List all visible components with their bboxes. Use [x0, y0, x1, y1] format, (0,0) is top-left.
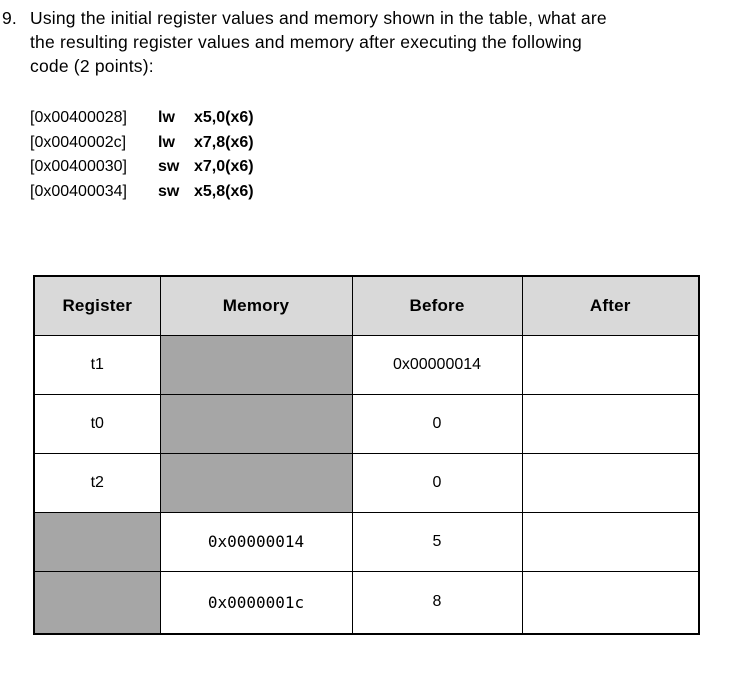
cell-register-shaded	[33, 570, 161, 635]
cell-memory: 0x00000014	[159, 511, 353, 572]
code-mnemonic: lw	[158, 133, 175, 151]
column-header-memory: Memory	[159, 275, 353, 336]
cell-register-shaded	[33, 511, 161, 572]
table-row: 0x0000001c 8	[33, 570, 700, 635]
cell-after	[521, 452, 700, 513]
column-header-register: Register	[33, 275, 161, 336]
question-line: the resulting register values and memory…	[30, 32, 582, 52]
column-header-after: After	[521, 275, 700, 336]
question-line: Using the initial register values and me…	[30, 8, 607, 28]
cell-before: 8	[351, 570, 523, 635]
cell-before: 0	[351, 393, 523, 454]
table-row: t2 0	[33, 452, 700, 513]
cell-memory-shaded	[159, 393, 353, 454]
cell-after	[521, 334, 700, 395]
cell-register: t0	[33, 393, 161, 454]
code-address: [0x00400030]	[30, 158, 127, 175]
cell-memory-shaded	[159, 334, 353, 395]
code-operands: x7,0(x6)	[194, 158, 254, 175]
code-line: [0x00400030] sw x7,0(x6)	[30, 155, 254, 180]
cell-before: 5	[351, 511, 523, 572]
table-row: 0x00000014 5	[33, 511, 700, 572]
cell-after	[521, 570, 700, 635]
code-operands: x5,8(x6)	[194, 182, 254, 200]
code-address: [0x00400028]	[30, 109, 127, 126]
code-address: [0x00400034]	[30, 182, 127, 200]
cell-register: t2	[33, 452, 161, 513]
code-mnemonic: lw	[158, 109, 175, 126]
code-line: [0x00400028] lw x5,0(x6)	[30, 106, 254, 131]
register-memory-table: Register Memory Before After t1 0x000000…	[33, 275, 700, 635]
question-text: Using the initial register values and me…	[30, 6, 607, 78]
code-listing: [0x00400028] lw x5,0(x6) [0x0040002c] lw…	[30, 106, 254, 204]
cell-memory: 0x0000001c	[159, 570, 353, 635]
question-heading: 9. Using the initial register values and…	[2, 6, 607, 78]
table-row: t1 0x00000014	[33, 334, 700, 395]
cell-before: 0x00000014	[351, 334, 523, 395]
code-mnemonic: sw	[158, 182, 180, 200]
question-number: 9.	[2, 8, 17, 28]
question-line: code (2 points):	[30, 56, 154, 76]
code-mnemonic: sw	[158, 158, 180, 175]
cell-after	[521, 393, 700, 454]
code-address: [0x0040002c]	[30, 133, 127, 151]
cell-register: t1	[33, 334, 161, 395]
code-operands: x7,8(x6)	[194, 133, 254, 151]
code-line: [0x0040002c] lw x7,8(x6)	[30, 131, 254, 156]
code-operands: x5,0(x6)	[194, 109, 254, 126]
column-header-before: Before	[351, 275, 523, 336]
table-header-row: Register Memory Before After	[33, 275, 700, 336]
code-line: [0x00400034] sw x5,8(x6)	[30, 180, 254, 205]
cell-after	[521, 511, 700, 572]
table-row: t0 0	[33, 393, 700, 454]
cell-memory-shaded	[159, 452, 353, 513]
cell-before: 0	[351, 452, 523, 513]
